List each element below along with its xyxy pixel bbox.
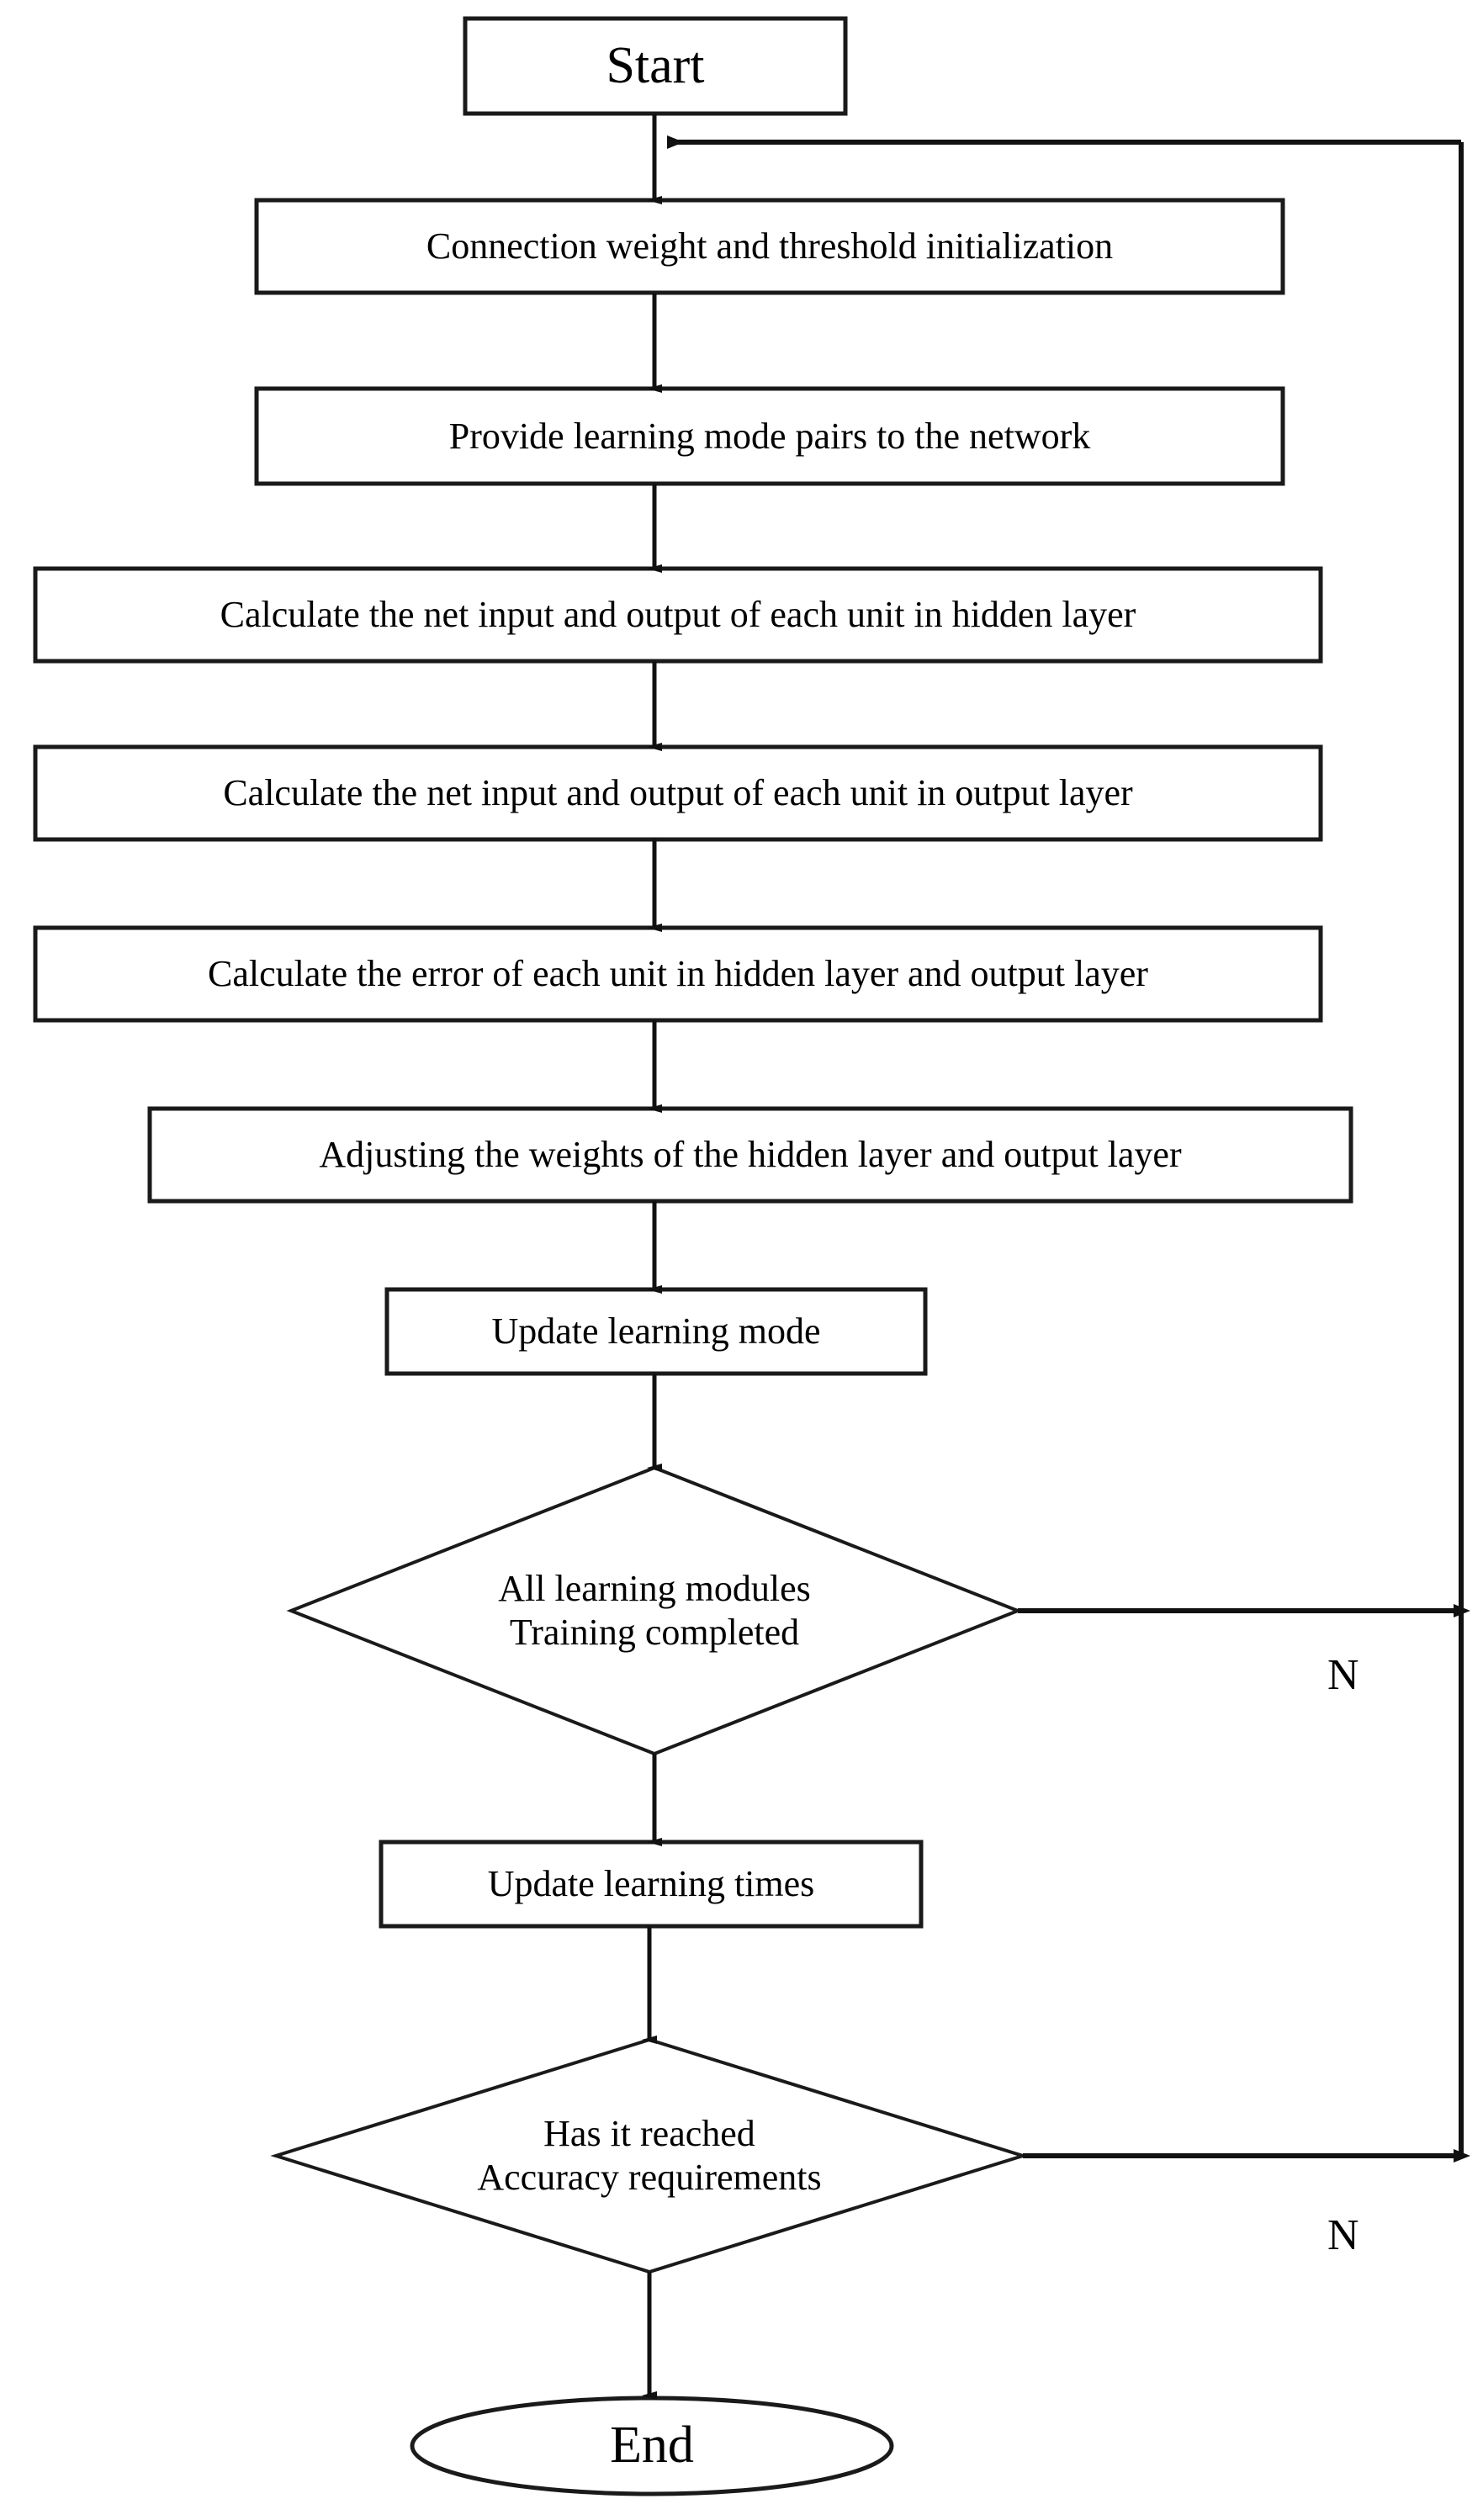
node-update-mode[interactable] bbox=[387, 1289, 925, 1374]
node-error-calc-shape bbox=[33, 925, 1323, 1023]
node-output-io-shape bbox=[33, 744, 1323, 842]
node-provide-pairs[interactable] bbox=[257, 389, 1283, 484]
node-accuracy-check[interactable] bbox=[276, 2040, 1023, 2272]
node-start-shape bbox=[463, 16, 848, 116]
edge-label-all-modules-no: N bbox=[1327, 1651, 1359, 1699]
node-update-times[interactable] bbox=[381, 1842, 921, 1926]
node-all-modules[interactable] bbox=[291, 1468, 1018, 1754]
node-hidden-io-shape bbox=[33, 566, 1323, 664]
node-init-shape bbox=[254, 198, 1285, 295]
node-start[interactable] bbox=[465, 19, 845, 114]
node-provide-pairs-shape bbox=[254, 386, 1285, 486]
node-adjust-weights-shape bbox=[147, 1106, 1353, 1204]
node-adjust-weights[interactable] bbox=[150, 1109, 1351, 1201]
node-hidden-io[interactable] bbox=[35, 569, 1321, 661]
node-error-calc[interactable] bbox=[35, 928, 1321, 1020]
node-output-io[interactable] bbox=[35, 747, 1321, 839]
node-end[interactable] bbox=[412, 2398, 892, 2494]
node-update-mode-shape bbox=[384, 1287, 928, 1376]
edge-label-accuracy-no: N bbox=[1327, 2211, 1359, 2259]
node-init[interactable] bbox=[257, 200, 1283, 293]
